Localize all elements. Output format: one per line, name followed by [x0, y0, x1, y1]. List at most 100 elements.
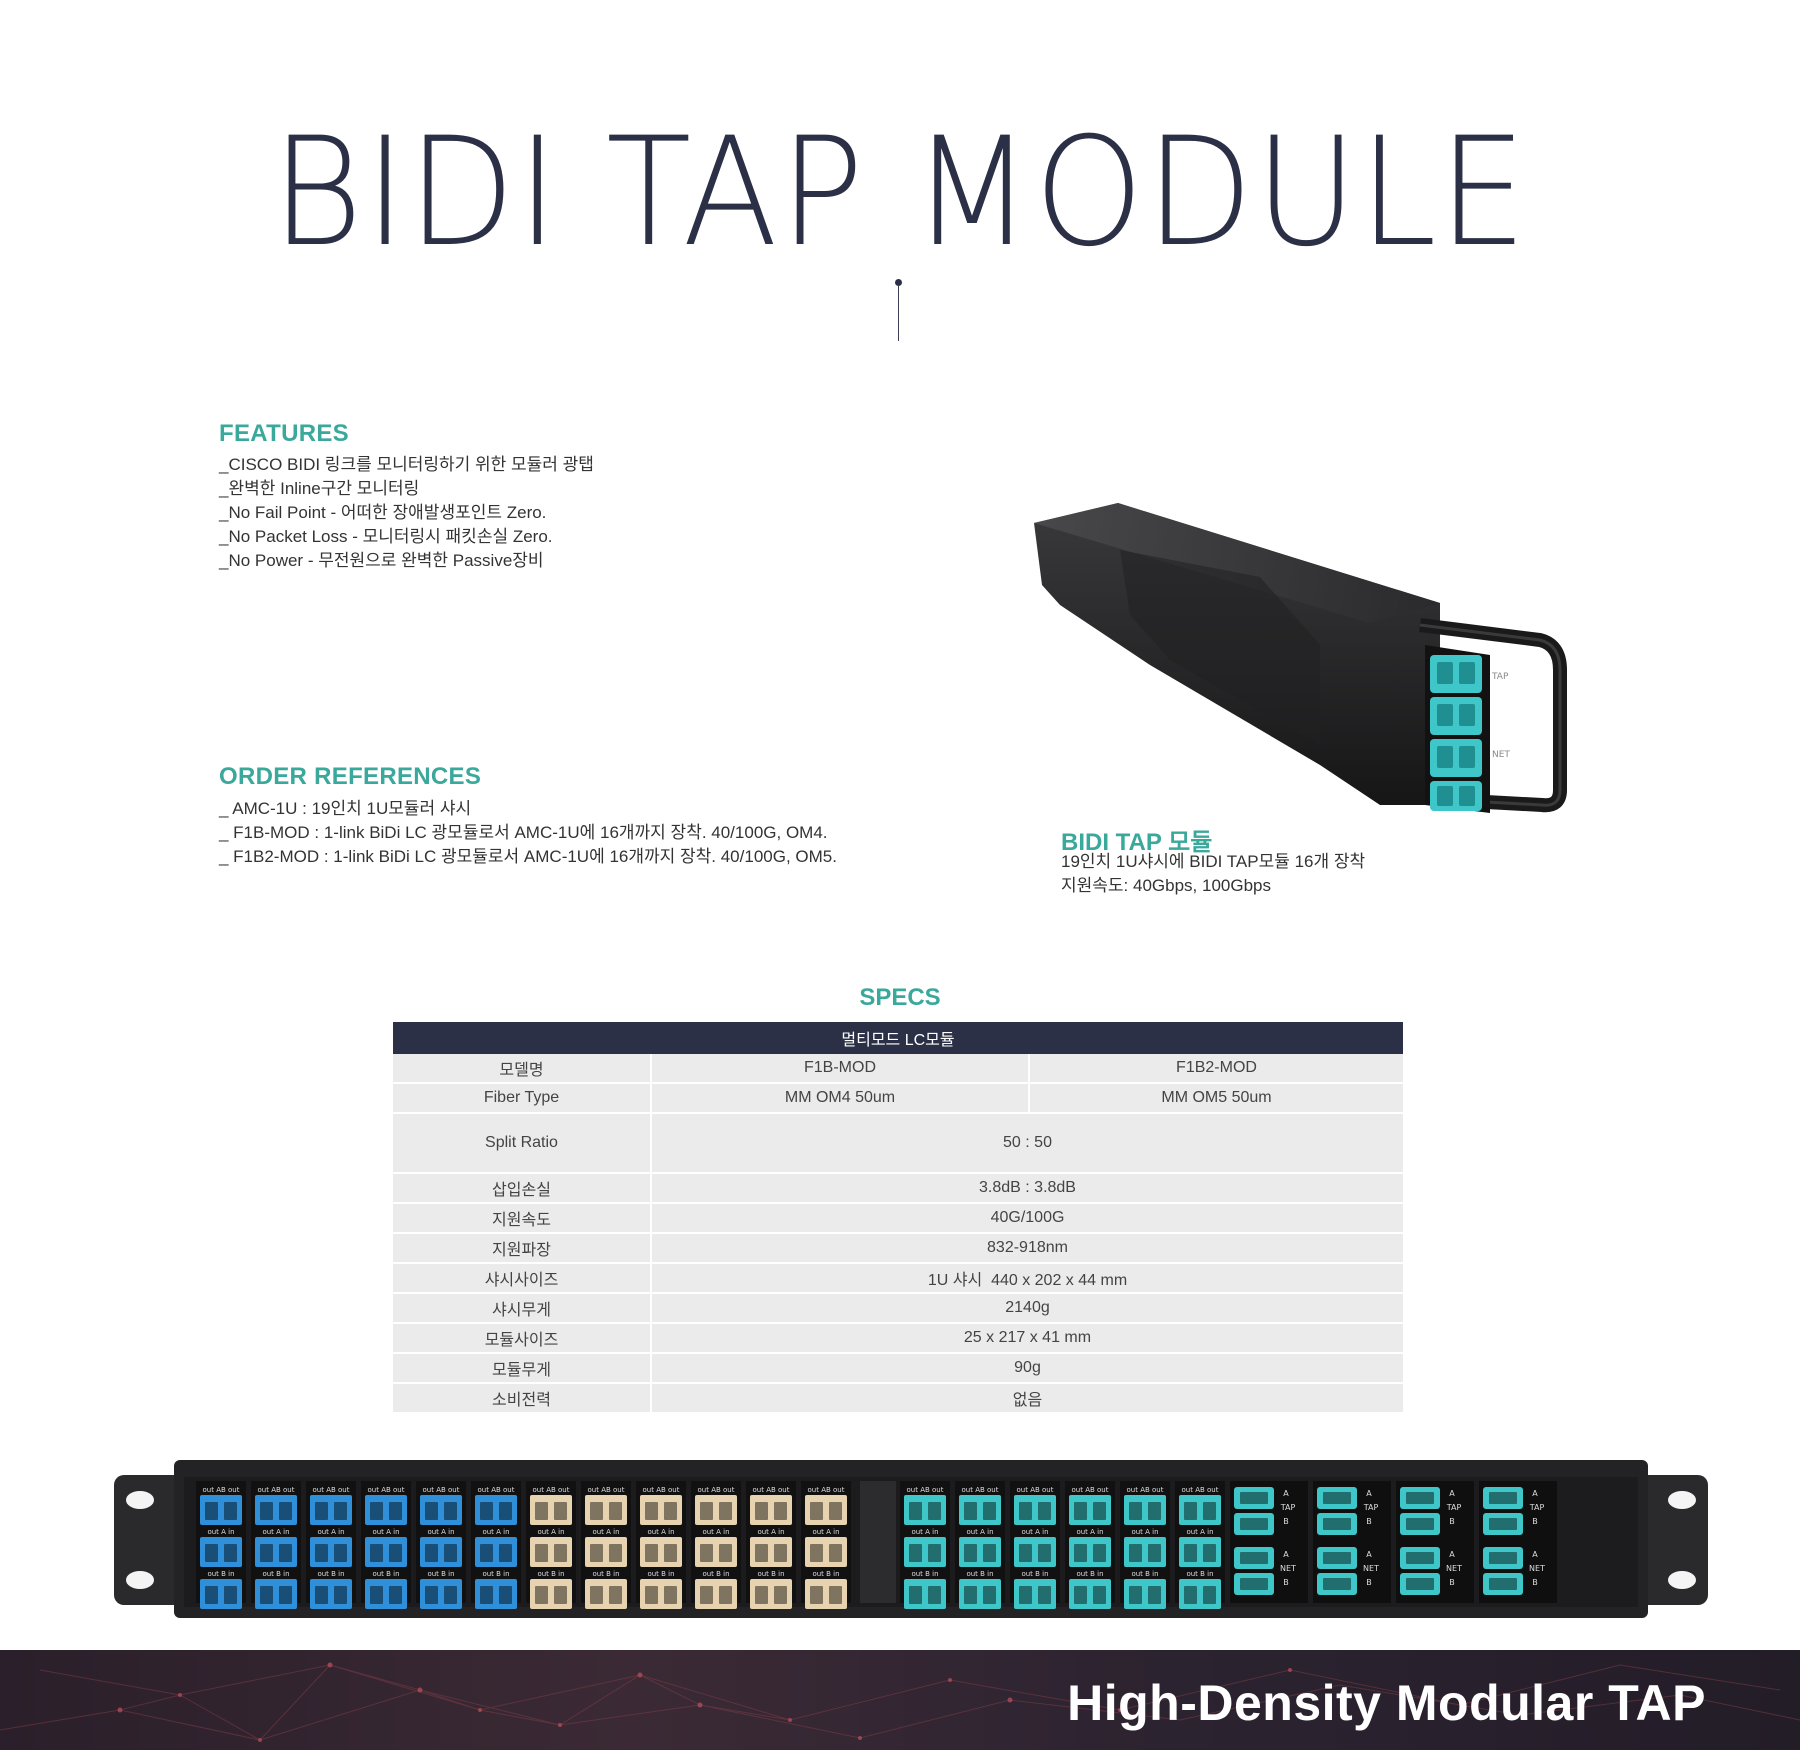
- specs-header: 멀티모드 LC모듈: [393, 1022, 1403, 1054]
- lc-port-hole: [334, 1544, 347, 1562]
- table-row: 샤시사이즈 1U 샤시 440 x 202 x 44 mm: [393, 1263, 1403, 1294]
- lc-port-hole: [444, 1586, 457, 1604]
- lc-port: [695, 1537, 737, 1567]
- tap-lc-port-hole: [1489, 1578, 1517, 1590]
- table-row: 모듈무게 90g: [393, 1353, 1403, 1384]
- spec-value: 25 x 217 x 41 mm: [651, 1323, 1403, 1354]
- spec-value: 832-918nm: [651, 1233, 1403, 1264]
- tap-lc-port: [1400, 1513, 1440, 1535]
- order-references-list: _ AMC-1U : 19인치 1U모듈러 샤시 _ F1B-MOD : 1-l…: [219, 797, 837, 869]
- spec-value: 1U 샤시 440 x 202 x 44 mm: [651, 1263, 1403, 1294]
- lc-port: [1179, 1537, 1221, 1567]
- port-label: out A in: [1021, 1528, 1048, 1536]
- port-label: out A in: [812, 1528, 839, 1536]
- lc-port-hole: [1019, 1502, 1032, 1520]
- lc-port-hole: [983, 1586, 996, 1604]
- bottom-banner: High-Density Modular TAP: [0, 1650, 1800, 1750]
- lc-port-hole: [983, 1544, 996, 1562]
- order-references-title: ORDER REFERENCES: [219, 763, 482, 790]
- port-label: out AB out: [1182, 1486, 1219, 1494]
- lc-port: [959, 1579, 1001, 1609]
- lc-port-hole: [609, 1502, 622, 1520]
- tap-side-label: B: [1449, 1517, 1455, 1526]
- tap-side-label: B: [1366, 1578, 1372, 1587]
- lc-port-hole: [1038, 1544, 1051, 1562]
- lc-port: [1069, 1537, 1111, 1567]
- lc-port: [959, 1537, 1001, 1567]
- module-label-net: NET: [1492, 750, 1510, 760]
- port-label: out B in: [427, 1570, 454, 1578]
- lc-port-hole: [554, 1544, 567, 1562]
- lc-port-hole: [928, 1586, 941, 1604]
- lc-port: [585, 1579, 627, 1609]
- spec-label: Fiber Type: [393, 1083, 652, 1114]
- lc-port-hole: [334, 1586, 347, 1604]
- port-label: out AB out: [1072, 1486, 1109, 1494]
- lc-port-hole: [425, 1544, 438, 1562]
- lc-port: [255, 1579, 297, 1609]
- port-label: out B in: [1186, 1570, 1213, 1578]
- lc-port-hole: [1074, 1586, 1087, 1604]
- lc-port: [200, 1537, 242, 1567]
- tap-side-label: B: [1449, 1578, 1455, 1587]
- rack-ear-hole: [126, 1491, 154, 1509]
- lc-port: [805, 1579, 847, 1609]
- port-label: out AB out: [203, 1486, 240, 1494]
- lc-port: [310, 1579, 352, 1609]
- lc-port-hole: [829, 1544, 842, 1562]
- lc-port-hole: [810, 1502, 823, 1520]
- spec-value: 40G/100G: [651, 1203, 1403, 1234]
- port-label: out B in: [702, 1570, 729, 1578]
- spec-value: MM OM5 50um: [1029, 1083, 1403, 1114]
- bidi-tap-module-image: TAP NET: [1034, 503, 1567, 813]
- lc-port-hole: [425, 1586, 438, 1604]
- lc-port-hole: [535, 1586, 548, 1604]
- chassis-1u-image: out AB out out A in out B in out AB out out …: [114, 1460, 1708, 1618]
- lc-port: [530, 1495, 572, 1525]
- tap-lc-port: [1234, 1573, 1274, 1595]
- spec-label: 샤시사이즈: [393, 1263, 652, 1294]
- lc-port: [420, 1495, 462, 1525]
- spec-value: 3.8dB : 3.8dB: [651, 1173, 1403, 1204]
- specs-title: SPECS: [859, 984, 941, 1011]
- port-label: out A in: [647, 1528, 674, 1536]
- lc-port-hole: [774, 1502, 787, 1520]
- lc-port-hole: [1203, 1502, 1216, 1520]
- lc-port: [1179, 1495, 1221, 1525]
- port-label: out B in: [757, 1570, 784, 1578]
- lc-port-hole: [1019, 1586, 1032, 1604]
- lc-port-hole: [645, 1502, 658, 1520]
- tap-side-label: NET: [1363, 1564, 1379, 1573]
- lc-port-hole: [315, 1586, 328, 1604]
- lc-port: [200, 1495, 242, 1525]
- lc-port-hole: [590, 1544, 603, 1562]
- lc-port: [1069, 1495, 1111, 1525]
- port-label: out B in: [592, 1570, 619, 1578]
- tap-side-label: A: [1366, 1550, 1372, 1559]
- lc-port: [640, 1579, 682, 1609]
- lc-port-hole: [964, 1502, 977, 1520]
- lc-port-hole: [829, 1586, 842, 1604]
- specs-header-row: 멀티모드 LC모듈: [393, 1022, 1403, 1054]
- lc-port-hole: [1019, 1544, 1032, 1562]
- lc-port-hole: [983, 1502, 996, 1520]
- lc-port-hole: [370, 1544, 383, 1562]
- lc-port-hole: [964, 1544, 977, 1562]
- port-label: out B in: [1021, 1570, 1048, 1578]
- tap-lc-port-hole: [1489, 1518, 1517, 1530]
- lc-port: [530, 1579, 572, 1609]
- lc-port-hole: [260, 1586, 273, 1604]
- port-label: out AB out: [588, 1486, 625, 1494]
- lc-port: [365, 1495, 407, 1525]
- lc-port: [475, 1495, 517, 1525]
- port-label: out A in: [482, 1528, 509, 1536]
- spec-label: 소비전력: [393, 1383, 652, 1414]
- product-caption: 19인치 1U샤시에 BIDI TAP모듈 16개 장착 지원속도: 40Gbp…: [1061, 850, 1365, 898]
- lc-port: [310, 1495, 352, 1525]
- lc-port-hole: [829, 1502, 842, 1520]
- lc-port-hole: [609, 1586, 622, 1604]
- tap-lc-port: [1317, 1547, 1357, 1569]
- tap-lc-port-hole: [1406, 1518, 1434, 1530]
- spec-value: F1B2-MOD: [1029, 1054, 1403, 1084]
- lc-port-hole: [224, 1586, 237, 1604]
